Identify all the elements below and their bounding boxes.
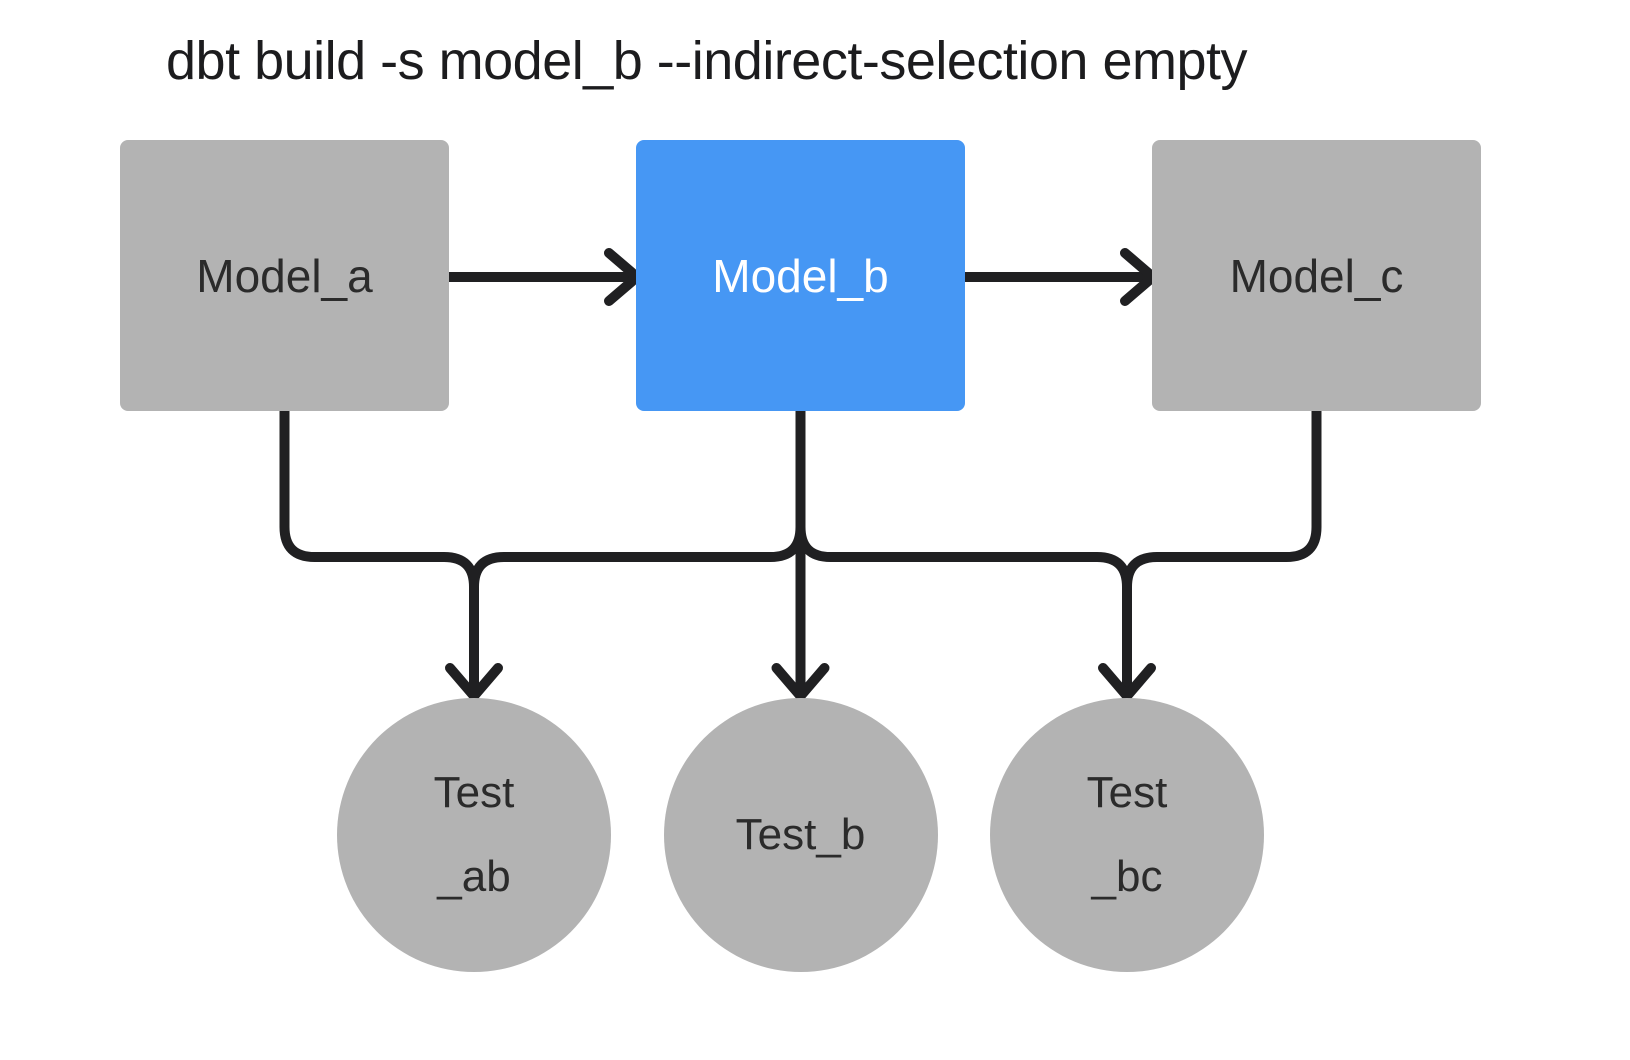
node-model-c-label: Model_c <box>1229 249 1404 302</box>
node-model-a: Model_a <box>120 140 449 411</box>
edge-model-b-test-ab <box>469 406 806 693</box>
node-test-bc-label-line2: _bc <box>1091 852 1163 901</box>
node-test-b: Test_b <box>663 698 938 972</box>
node-model-b: Model_b <box>636 140 965 411</box>
node-test-bc: Test _bc <box>990 698 1264 972</box>
edge-test-b-arrowhead <box>771 663 830 701</box>
node-test-bc-label-line1: Test <box>1086 768 1168 817</box>
diagram-title: dbt build -s model_b --indirect-selectio… <box>166 31 1248 91</box>
node-test-ab: Test _ab <box>337 698 611 972</box>
node-test-ab-label-line2: _ab <box>437 852 511 901</box>
edge-model-c-test-bc <box>1122 406 1322 693</box>
edge-test-ab-arrowhead <box>445 663 503 701</box>
edge-test-bc-arrowhead <box>1098 663 1156 701</box>
node-test-b-label-line1: Test_b <box>735 810 866 859</box>
node-model-c: Model_c <box>1152 140 1481 411</box>
node-test-ab-label-line1: Test <box>433 768 515 817</box>
node-model-a-label: Model_a <box>196 249 373 302</box>
node-model-b-label: Model_b <box>712 249 889 302</box>
edge-model-b-test-bc <box>795 406 1132 693</box>
edge-model-a-test-ab <box>279 406 479 693</box>
